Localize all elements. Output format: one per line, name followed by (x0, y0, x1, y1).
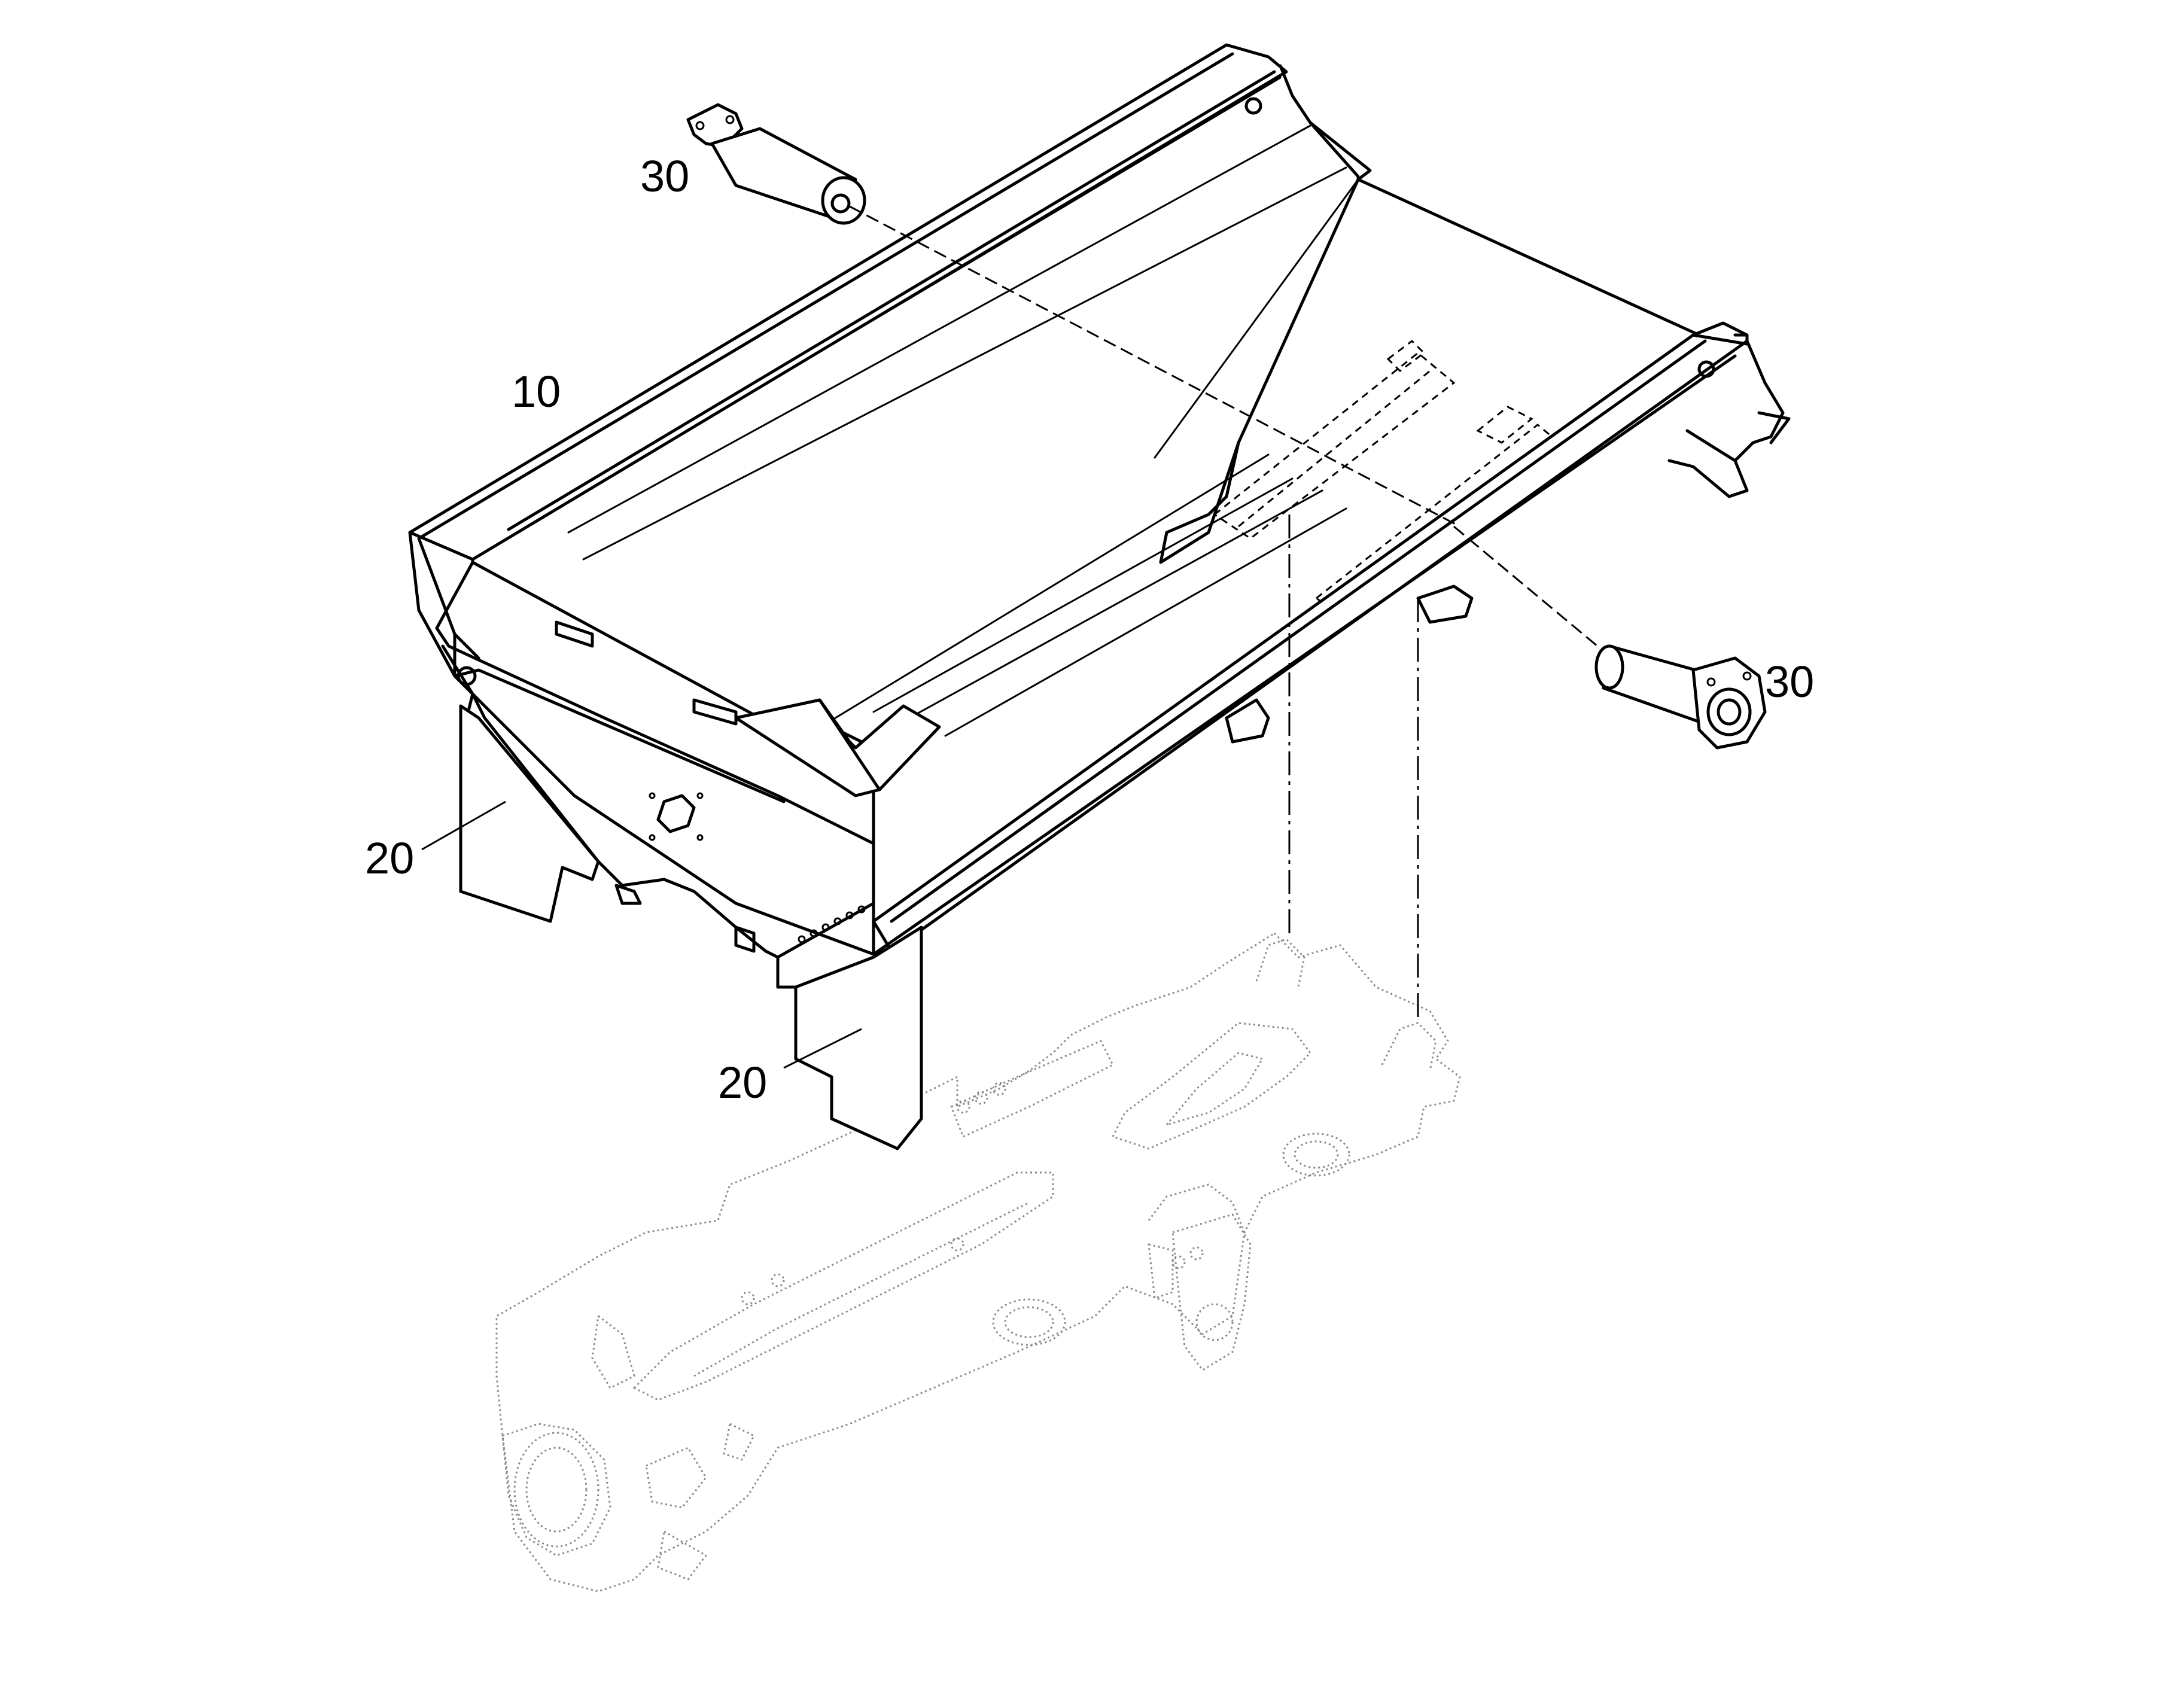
pin-right (1594, 644, 1767, 750)
callout-20-left: 20 (365, 833, 414, 883)
hole-row (798, 905, 866, 943)
phantom-frame (495, 932, 1461, 1593)
callout-30-right: 30 (1765, 657, 1814, 707)
side-plate-front (794, 925, 923, 1150)
mount-hole-icon (649, 792, 704, 841)
callout-20-front: 20 (718, 1058, 767, 1107)
assembly-lines (849, 205, 1598, 1017)
side-plate-left (459, 704, 600, 923)
callout-30-top: 30 (640, 151, 689, 201)
pin-top (686, 103, 866, 225)
leader-lines (421, 800, 862, 1069)
callout-10: 10 (512, 367, 561, 416)
main-body-part (408, 43, 1791, 989)
